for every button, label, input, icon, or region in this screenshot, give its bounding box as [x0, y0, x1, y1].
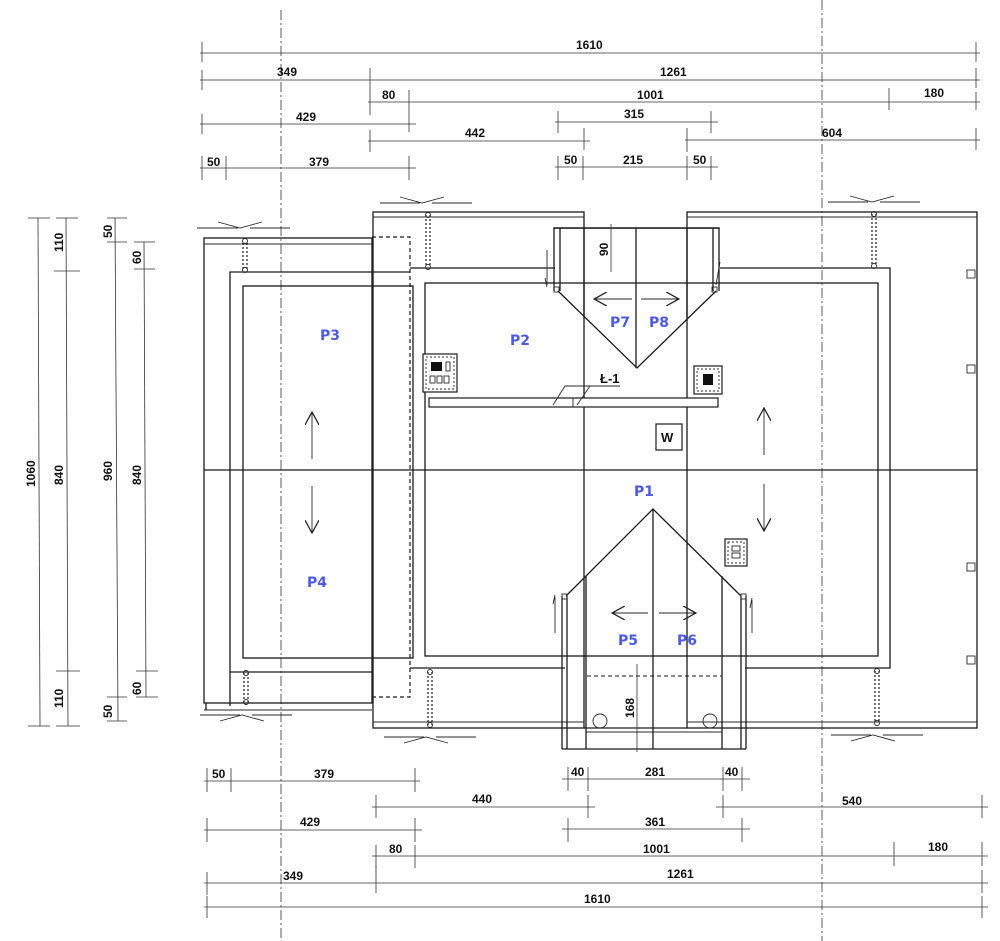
vent-circle [702, 713, 718, 729]
dim-bot-50: 50 [212, 767, 226, 781]
slope-arrows [312, 408, 764, 533]
dim-left-840a: 840 [52, 465, 66, 485]
dim-bot-1610: 1610 [584, 892, 611, 906]
dim-left-60b: 60 [130, 681, 144, 695]
dim-top-349: 349 [277, 65, 297, 79]
bottom-dormer: 168 [552, 508, 753, 752]
dim-top-604: 604 [822, 126, 842, 140]
plane-label-p4: P4 [307, 575, 327, 591]
dim-left-110b: 110 [52, 688, 66, 708]
dim-left-60a: 60 [130, 250, 144, 264]
dim-bot-80: 80 [389, 842, 403, 856]
dim-top-379: 379 [309, 155, 329, 169]
dim-bot-349: 349 [283, 869, 303, 883]
vent-circle [592, 713, 608, 729]
dim-top-50b: 50 [564, 153, 578, 167]
dim-top-180: 180 [924, 86, 944, 100]
chimney-bottom [724, 538, 748, 567]
chimney-right [693, 365, 723, 395]
gutter-marker [966, 364, 976, 374]
dim-bot-1001: 1001 [643, 842, 670, 856]
dim-top-1610: 1610 [576, 38, 603, 52]
top-dormer: 90 [544, 224, 721, 369]
dim-bot-361: 361 [645, 815, 665, 829]
dim-bot-180: 180 [928, 840, 948, 854]
gutter-marker [966, 269, 976, 279]
dim-left-50b: 50 [101, 704, 115, 718]
beam-label: Ł-1 [600, 371, 620, 386]
dim-bot-1261: 1261 [667, 867, 694, 881]
downpipes [242, 211, 880, 728]
dim-bot-281: 281 [645, 765, 665, 779]
dim-top-1001: 1001 [637, 88, 664, 102]
dim-top-1261: 1261 [660, 65, 687, 79]
plane-labels: P1 P2 P3 P4 P5 P6 P7 P8 [307, 315, 697, 649]
dim-bot-429: 429 [300, 815, 320, 829]
plane-label-p1: P1 [634, 484, 654, 500]
dim-left-1060: 1060 [24, 460, 38, 487]
dim-top-50a: 50 [207, 155, 221, 169]
roof-outline [197, 195, 978, 744]
dim-bot-440: 440 [472, 792, 492, 806]
plane-label-p5: P5 [618, 633, 638, 649]
chimney-left [422, 353, 458, 393]
dim-left-960: 960 [101, 461, 115, 481]
dim-left-110a: 110 [52, 232, 66, 252]
dim-left-840b: 840 [130, 465, 144, 485]
gutter-marker [966, 655, 976, 665]
dim-top-429: 429 [296, 110, 316, 124]
window-marker: W [655, 423, 683, 451]
beam-l1: Ł-1 [428, 371, 719, 408]
dim-top-442: 442 [465, 126, 485, 140]
dim-bot-379: 379 [314, 767, 334, 781]
downpipe-ticks [197, 195, 923, 744]
dim-dormer-90: 90 [597, 242, 611, 256]
plane-label-p2: P2 [510, 333, 530, 349]
dim-top-315: 315 [624, 107, 644, 121]
dim-dormer-168: 168 [623, 698, 637, 718]
dim-bot-40b: 40 [725, 765, 739, 779]
dim-top-80: 80 [382, 88, 396, 102]
plane-label-p3: P3 [320, 328, 340, 344]
plane-label-p7: P7 [610, 315, 630, 331]
left-dimensions: 1060 110 840 110 50 960 50 60 840 60 [24, 217, 158, 727]
dim-top-215: 215 [623, 153, 643, 167]
dim-top-50c: 50 [693, 153, 707, 167]
plane-label-p6: P6 [677, 633, 697, 649]
dim-bot-40a: 40 [571, 765, 585, 779]
bottom-dimensions: 50 379 40 281 40 440 540 429 361 80 1001… [204, 765, 988, 918]
dim-bot-540: 540 [842, 794, 862, 808]
window-label: W [661, 430, 674, 445]
dim-left-50a: 50 [101, 224, 115, 238]
plane-label-p8: P8 [649, 315, 669, 331]
gutter-marker [966, 562, 976, 572]
top-dimensions: 1610 349 1261 80 1001 180 429 315 442 60… [200, 38, 980, 180]
